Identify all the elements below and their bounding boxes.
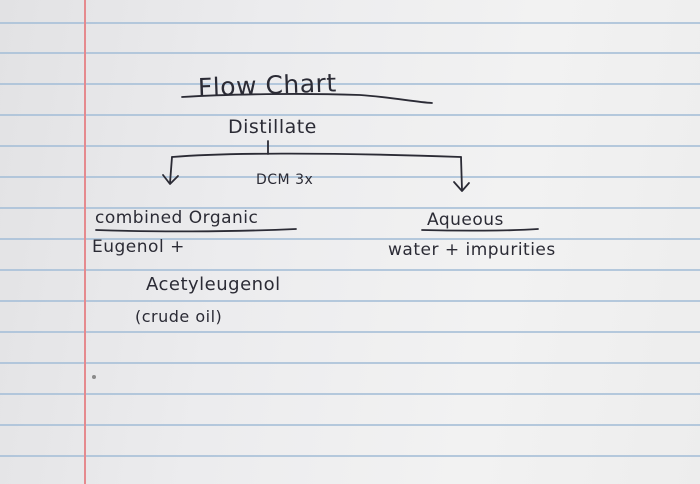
left-branch-line-1: Eugenol + (92, 237, 185, 257)
ruled-line (0, 269, 700, 271)
left-branch-line-2: Acetyleugenol (146, 274, 281, 295)
ruled-line (0, 362, 700, 364)
ruled-line (0, 393, 700, 395)
ruled-line (0, 22, 700, 24)
left-connector (169, 156, 173, 184)
left-branch-line-3: (crude oil) (135, 307, 222, 326)
root-node: Distillate (228, 116, 317, 138)
ruled-line (0, 238, 700, 240)
flowchart-title: Flow Chart (197, 68, 337, 102)
right-heading-underline (421, 228, 539, 232)
right-branch-line-1: water + impurities (388, 240, 556, 260)
right-arrow-icon (453, 181, 470, 192)
right-connector (460, 156, 463, 191)
margin-line (84, 0, 86, 484)
ruled-line (0, 424, 700, 426)
split-bar (171, 152, 462, 158)
left-arrow-icon (162, 174, 179, 185)
ruled-line (0, 52, 700, 54)
ruled-line (0, 207, 700, 209)
ruled-line (0, 331, 700, 333)
right-branch-heading: Aqueous (427, 210, 504, 230)
title-underline (181, 93, 433, 104)
ruled-line (0, 176, 700, 178)
ruled-line (0, 83, 700, 85)
ruled-line (0, 114, 700, 116)
ruled-line (0, 145, 700, 147)
pen-dot (92, 375, 96, 379)
left-branch-heading: combined Organic (95, 208, 258, 228)
left-heading-underline (95, 228, 297, 233)
ruled-line (0, 455, 700, 457)
ruled-line (0, 300, 700, 302)
operation-label: DCM 3x (256, 172, 313, 188)
